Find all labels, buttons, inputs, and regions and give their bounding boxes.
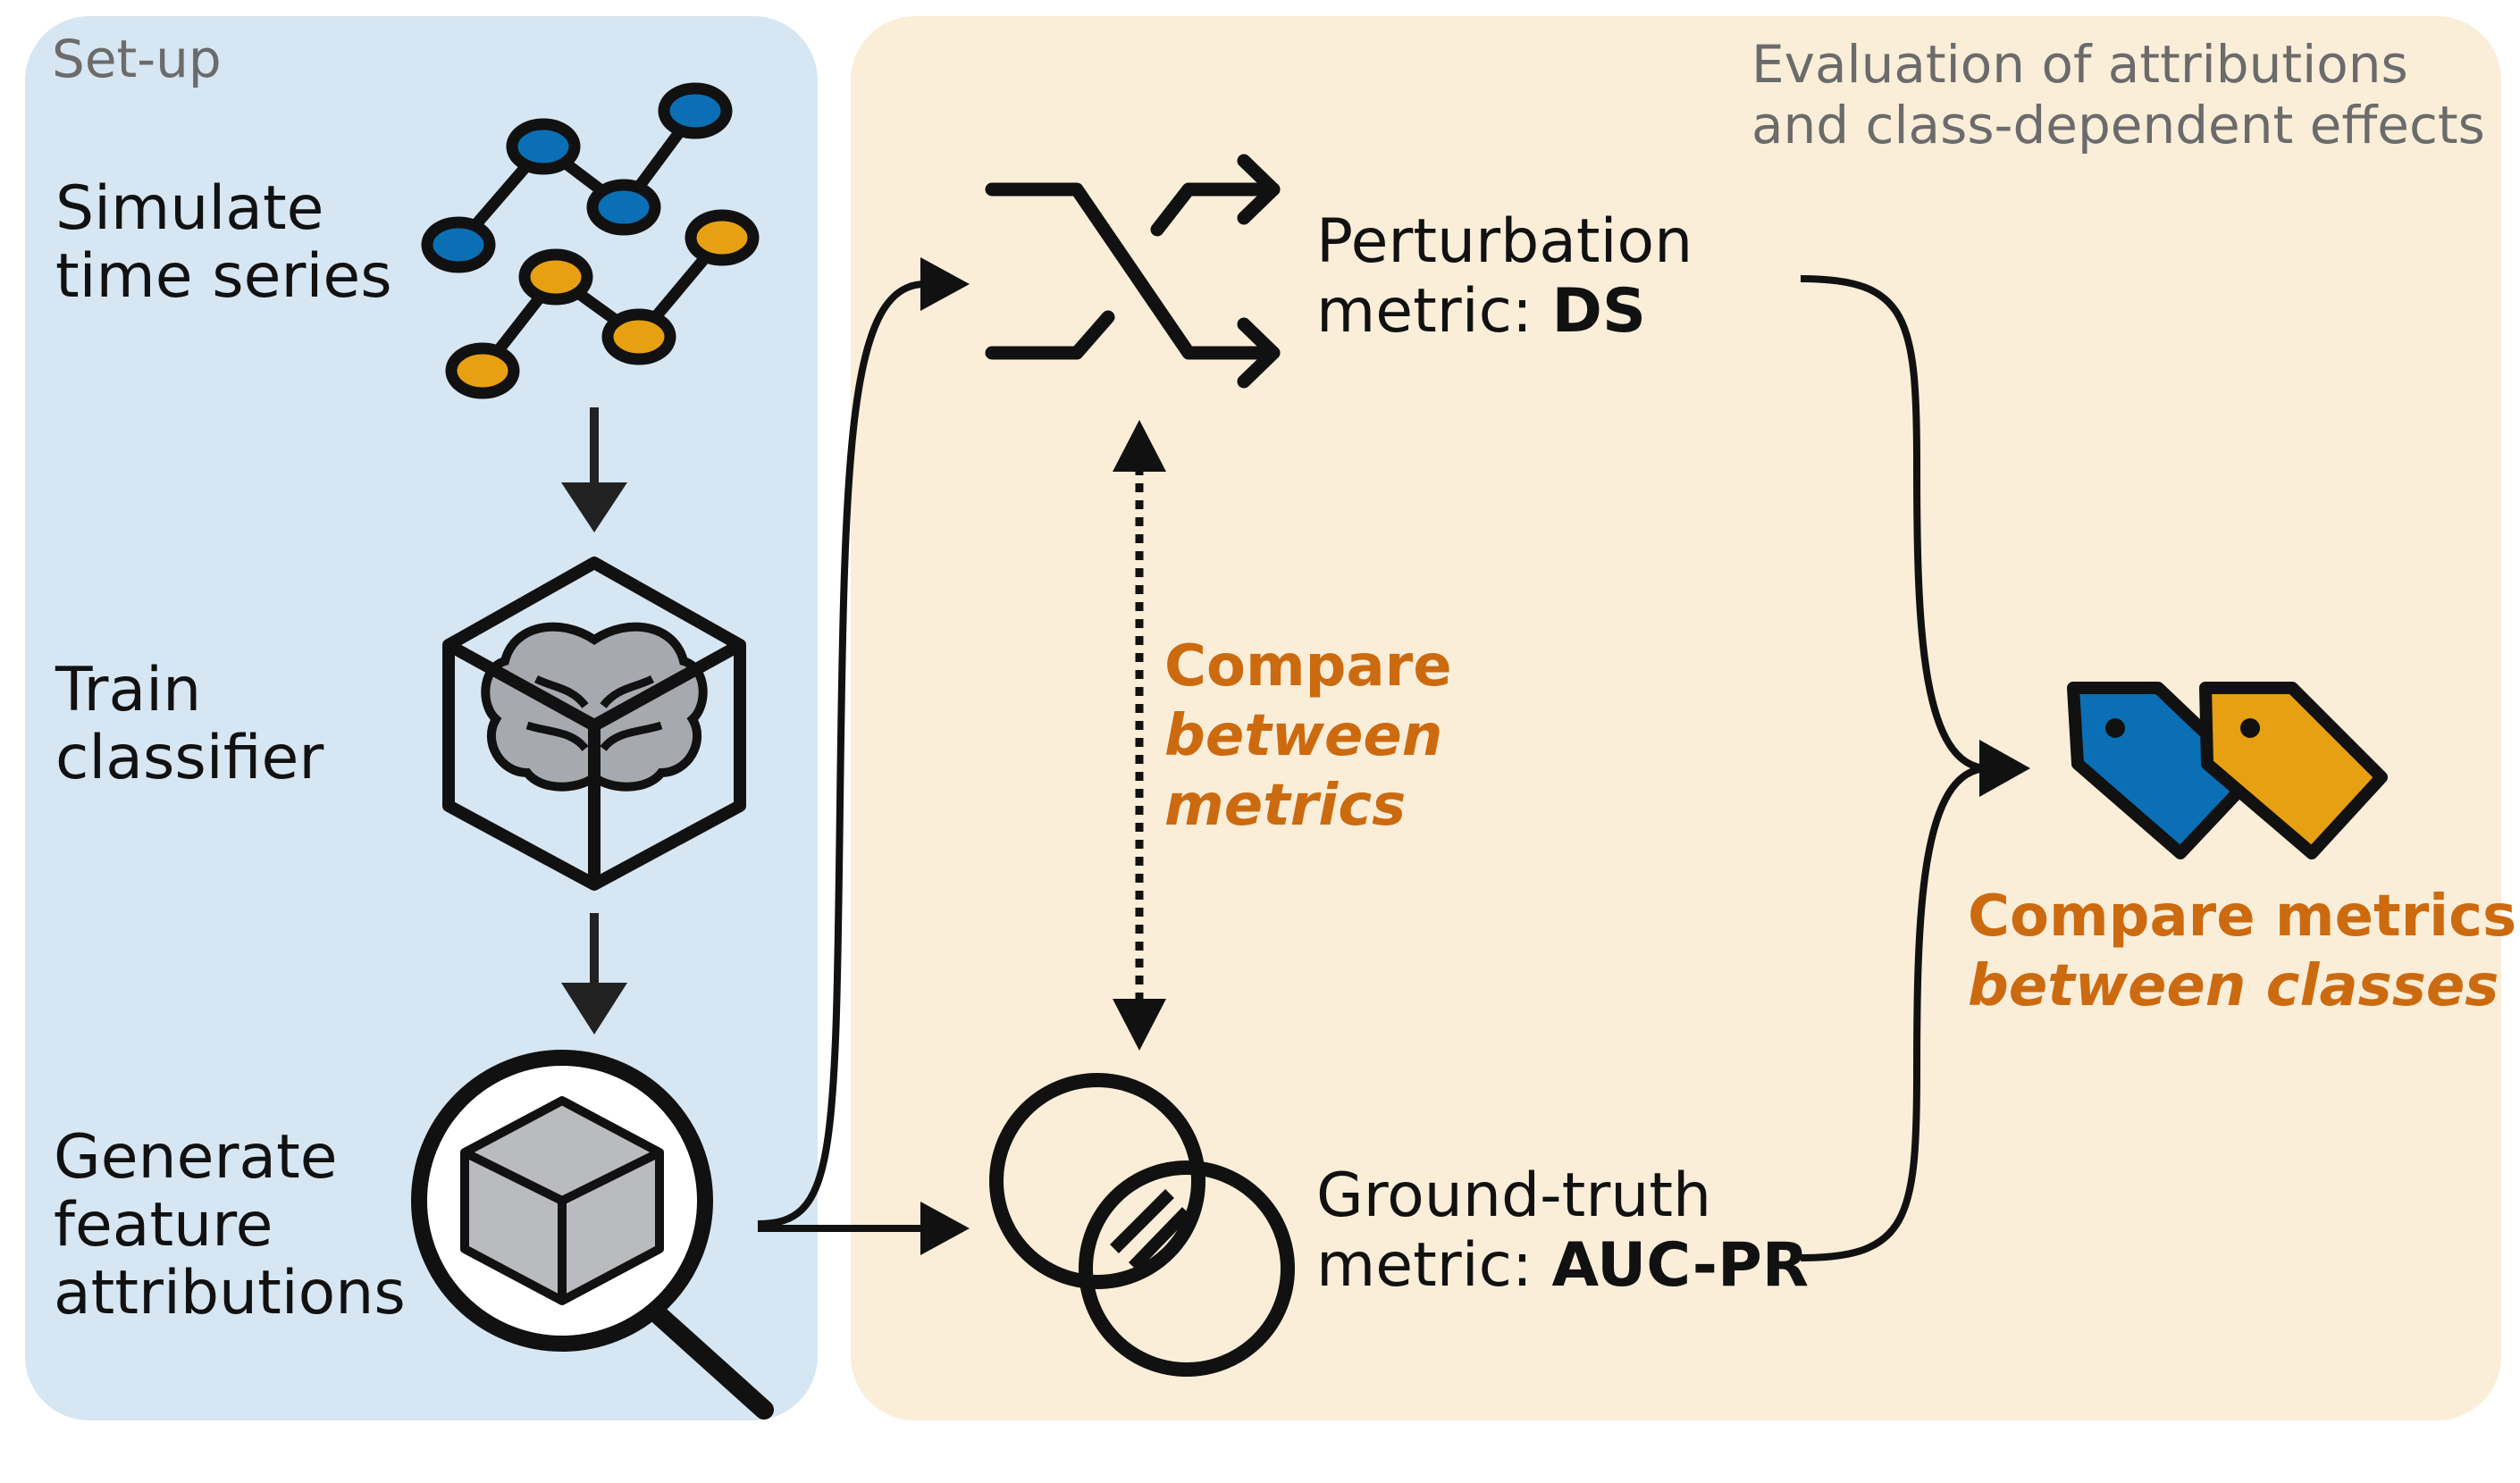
perturbation-metric-label: Perturbation metric: DS bbox=[1316, 206, 1693, 347]
merge-arrow bbox=[1800, 275, 2030, 1261]
evaluation-title: Evaluation of attributions and class-dep… bbox=[1751, 34, 2485, 155]
step-simulate-label: Simulate time series bbox=[55, 173, 392, 312]
compare-between-metrics-label: Compare between metrics bbox=[1164, 633, 1452, 839]
step-train-label: Train classifier bbox=[55, 655, 324, 793]
setup-title: Set-up bbox=[52, 29, 222, 89]
shuffle-icon bbox=[985, 154, 1281, 389]
compare-between-metrics-arrow bbox=[1113, 420, 1166, 1051]
overlap-circles-icon bbox=[989, 1073, 1295, 1377]
step-generate-label: Generate feature attributions bbox=[54, 1122, 406, 1328]
magnifier-cube-icon bbox=[411, 1050, 774, 1420]
perturbation-metric-name: DS bbox=[1551, 276, 1646, 347]
ground-truth-metric-label: Ground-truth metric: AUC-PR bbox=[1316, 1160, 1810, 1301]
compare-between-classes-label: Compare metrics between classes bbox=[1968, 884, 2517, 1019]
setup-arrow-2 bbox=[561, 913, 627, 1035]
tags-icon bbox=[2067, 682, 2388, 859]
ground-truth-metric-name: AUC-PR bbox=[1551, 1230, 1810, 1301]
setup-arrow-1 bbox=[561, 407, 627, 532]
flow-arrow-to-perturbation bbox=[757, 257, 970, 1227]
time-series-icon bbox=[421, 82, 760, 399]
brain-cube-icon bbox=[442, 557, 746, 891]
flow-arrow-to-ground-truth bbox=[758, 1202, 970, 1255]
